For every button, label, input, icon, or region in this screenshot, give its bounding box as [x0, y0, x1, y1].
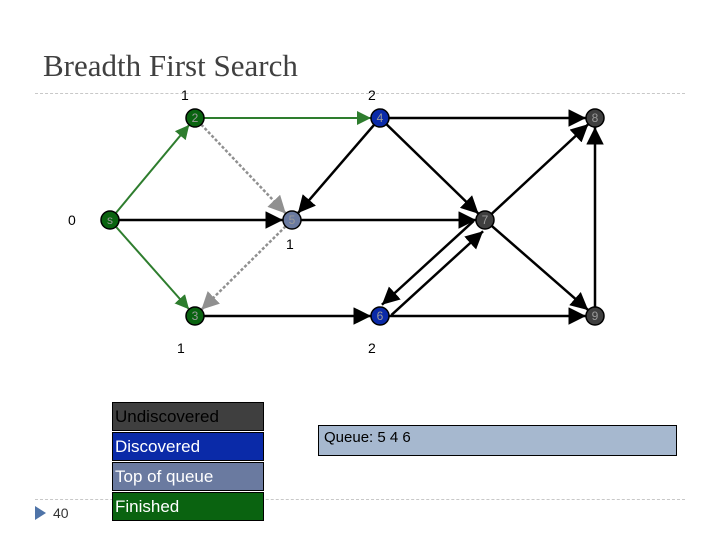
- edge-s-3-tree: [115, 226, 190, 310]
- top-divider: [35, 93, 685, 94]
- node-2: 2: [185, 108, 205, 128]
- node-4: 4: [370, 108, 390, 128]
- edge-6-7-normal: [390, 230, 484, 317]
- edge-4-7-normal: [385, 123, 480, 215]
- legend-discovered-label: Discovered: [115, 437, 201, 456]
- bottom-divider: [35, 499, 685, 500]
- node-9-circle: [585, 306, 605, 326]
- node-s-label: s: [107, 213, 113, 227]
- node-6-circle: [370, 306, 390, 326]
- edge-7-8-normal: [490, 123, 590, 215]
- node-3: 3: [185, 306, 205, 326]
- node-s: s: [100, 210, 120, 230]
- legend-undiscovered: Undiscovered: [112, 402, 264, 431]
- legend-discovered: Discovered: [112, 432, 264, 461]
- node-6-distance: 2: [368, 340, 376, 356]
- legend-finished: Finished: [112, 492, 264, 521]
- node-5-distance: 1: [286, 236, 294, 252]
- node-8-label: 8: [592, 111, 599, 125]
- edge-5-3-examining: [200, 225, 287, 311]
- queue-label: Queue: 5 4 6: [324, 429, 411, 446]
- node-8: 8: [585, 108, 605, 128]
- edge-7-9-normal: [490, 224, 590, 312]
- edge-s-2-tree: [114, 124, 191, 214]
- edge-4-5-normal: [296, 123, 376, 215]
- node-4-label: 4: [377, 111, 384, 125]
- node-3-distance: 1: [177, 340, 185, 356]
- node-7-label: 7: [482, 213, 489, 227]
- slide-title: Breadth First Search: [43, 48, 298, 83]
- node-6: 6: [370, 306, 390, 326]
- legend-finished-label: Finished: [115, 497, 180, 516]
- node-7-circle: [475, 210, 495, 230]
- page-number: 40: [53, 505, 69, 521]
- legend-undiscovered-label: Undiscovered: [115, 407, 219, 426]
- legend-top-of-queue-label: Top of queue: [115, 467, 214, 486]
- node-3-circle: [185, 306, 205, 326]
- slide-bullet-icon: [35, 506, 46, 520]
- edge-7-6-normal: [381, 219, 475, 306]
- node-4-distance: 2: [368, 87, 376, 103]
- node-7: 7: [475, 210, 495, 230]
- node-5-circle: [282, 210, 302, 230]
- queue-status: Queue: 5 4 6: [318, 425, 677, 456]
- node-6-label: 6: [377, 309, 384, 323]
- node-3-label: 3: [192, 309, 199, 323]
- node-8-circle: [585, 108, 605, 128]
- edge-2-5-examining: [200, 123, 287, 215]
- node-2-circle: [185, 108, 205, 128]
- node-5: 5: [282, 210, 302, 230]
- node-s-circle: [100, 210, 120, 230]
- node-s-distance: 0: [68, 212, 76, 228]
- node-4-circle: [370, 108, 390, 128]
- legend-top-of-queue: Top of queue: [112, 462, 264, 491]
- node-9-label: 9: [592, 309, 599, 323]
- node-9: 9: [585, 306, 605, 326]
- node-5-label: 5: [289, 213, 296, 227]
- node-2-distance: 1: [181, 87, 189, 103]
- node-2-label: 2: [192, 111, 199, 125]
